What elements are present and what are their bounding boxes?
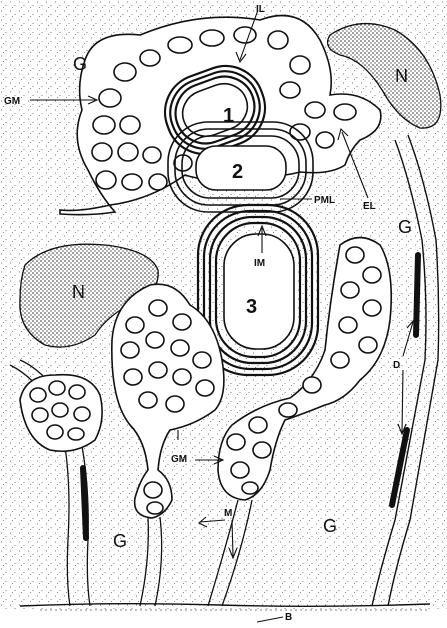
- label-gm-bottom: GM: [171, 454, 187, 465]
- label-g-top-left: G: [73, 54, 87, 74]
- label-m: M: [224, 508, 232, 519]
- label-g-bottom-left: G: [113, 531, 127, 551]
- label-n-top: N: [395, 66, 408, 86]
- label-d: D: [393, 360, 400, 371]
- label-axon-2: 2: [232, 161, 243, 183]
- label-g-right: G: [398, 217, 412, 237]
- label-im: IM: [254, 258, 265, 269]
- label-axon-1: 1: [223, 105, 234, 127]
- label-b: B: [285, 612, 292, 623]
- label-pml: PML: [314, 195, 335, 206]
- label-axon-3: 3: [246, 296, 257, 318]
- label-el: EL: [363, 201, 376, 212]
- label-il: IL: [256, 4, 265, 15]
- label-n-left: N: [72, 282, 85, 302]
- label-g-bottom-center: G: [323, 516, 337, 536]
- label-gm-top: GM: [4, 96, 20, 107]
